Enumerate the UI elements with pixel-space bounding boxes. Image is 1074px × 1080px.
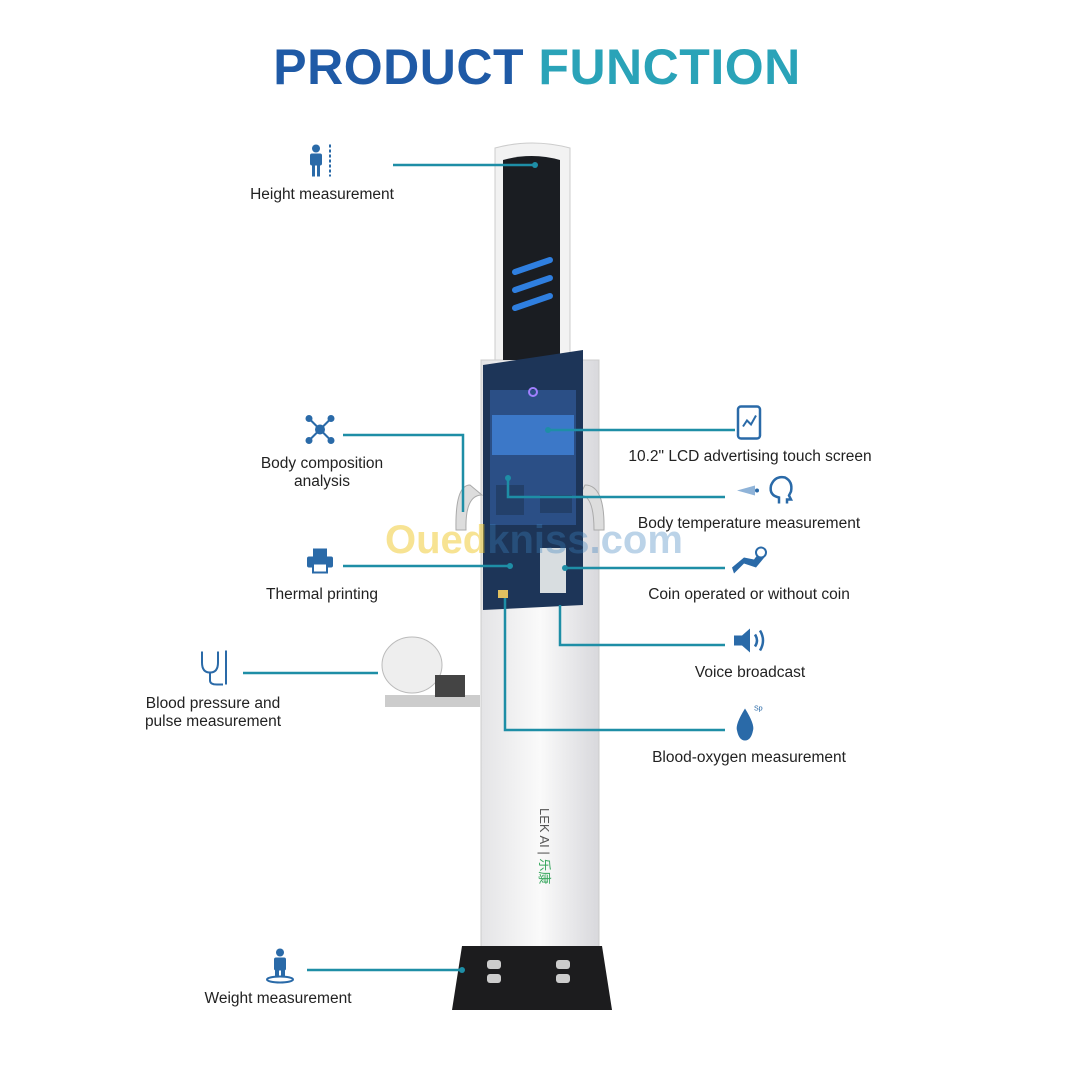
scale-base (452, 946, 612, 1010)
label-lcd-screen: 10.2" LCD advertising touch screen (628, 448, 872, 465)
thermometer-head-icon (735, 474, 795, 513)
blood-pressure-cuff (381, 636, 480, 707)
tablet-chart-icon (736, 405, 762, 446)
label-weight-measurement: Weight measurement (204, 990, 352, 1007)
coin-hand-icon (730, 546, 770, 585)
label-coin-operated: Coin operated or without coin (648, 586, 850, 603)
label-thermal-printing: Thermal printing (266, 586, 378, 603)
watermark: Ouedkniss.com (385, 518, 683, 562)
speaker-icon (732, 626, 768, 661)
label-body-temperature: Body temperature measurement (637, 515, 861, 532)
stethoscope-icon (197, 649, 229, 692)
label-voice-broadcast: Voice broadcast (694, 664, 806, 681)
molecule-icon (303, 413, 337, 452)
person-scale-icon (265, 948, 295, 989)
label-blood-oxygen: Blood-oxygen measurement (652, 749, 846, 766)
brand-logo: LEK AI | 乐康 (537, 808, 552, 884)
label-height-measurement: Height measurement (250, 186, 394, 203)
page-title: PRODUCT FUNCTION (273, 39, 801, 95)
drop-icon: SpO (733, 703, 769, 748)
svg-text:SpO: SpO (754, 706, 763, 713)
printer-icon (305, 547, 335, 580)
person-height-icon (305, 144, 335, 183)
touch-screen (483, 350, 583, 610)
connector-lines (243, 163, 735, 972)
